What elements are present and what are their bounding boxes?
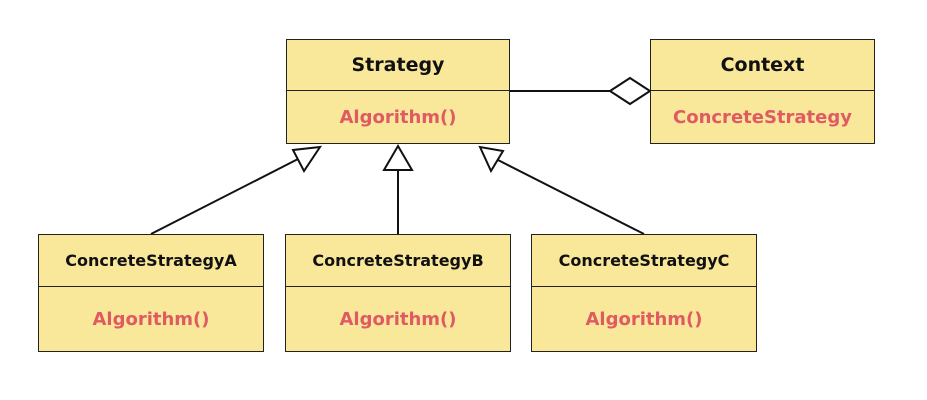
class-concrete-strategy-a[interactable]: ConcreteStrategyA Algorithm() <box>38 234 264 352</box>
class-method: Algorithm() <box>585 308 703 330</box>
class-method: Algorithm() <box>339 106 457 128</box>
class-name: ConcreteStrategyA <box>39 235 263 287</box>
class-name: ConcreteStrategyC <box>532 235 756 287</box>
class-name: Strategy <box>287 40 509 91</box>
inheritance-arrow-b <box>382 144 414 171</box>
inheritance-line-a <box>150 158 299 235</box>
inheritance-arrow-c <box>478 145 505 174</box>
class-name: Context <box>651 40 874 91</box>
class-method: Algorithm() <box>92 308 210 330</box>
inheritance-line-c <box>497 159 645 235</box>
class-name: ConcreteStrategyB <box>286 235 510 287</box>
class-context[interactable]: Context ConcreteStrategy <box>650 39 875 144</box>
aggregation-diamond <box>608 76 652 106</box>
class-strategy[interactable]: Strategy Algorithm() <box>286 39 510 144</box>
inheritance-arrow-a <box>291 145 323 173</box>
class-concrete-strategy-b[interactable]: ConcreteStrategyB Algorithm() <box>285 234 511 352</box>
class-method: Algorithm() <box>339 308 457 330</box>
class-concrete-strategy-c[interactable]: ConcreteStrategyC Algorithm() <box>531 234 757 352</box>
class-attribute: ConcreteStrategy <box>673 106 852 128</box>
